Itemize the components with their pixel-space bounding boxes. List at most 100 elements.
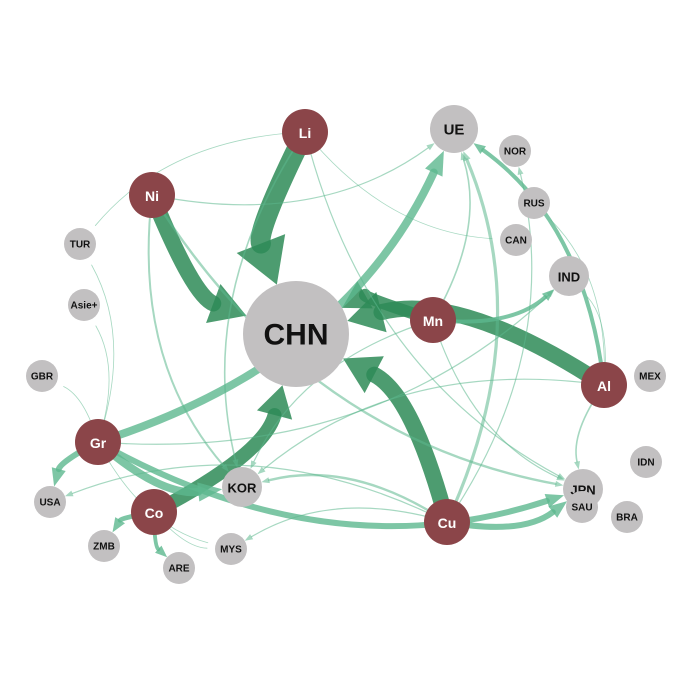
arrowhead-Al-to-JPN bbox=[574, 461, 580, 470]
country-node-circle[interactable] bbox=[549, 256, 589, 296]
node-label: ZMB bbox=[93, 542, 115, 553]
node-label: Co bbox=[145, 505, 164, 521]
mineral-node-circle[interactable] bbox=[75, 419, 121, 465]
node-kor[interactable]: KOR bbox=[222, 467, 262, 507]
arrowhead-Li-to-CHN bbox=[236, 234, 286, 285]
edge-Al-to-KOR bbox=[263, 378, 605, 470]
node-label: USA bbox=[39, 498, 60, 509]
node-zmb[interactable]: ZMB bbox=[88, 530, 120, 562]
edge-Mn-to-UE bbox=[432, 158, 471, 321]
node-ind[interactable]: IND bbox=[549, 256, 589, 296]
country-node-circle[interactable] bbox=[26, 360, 58, 392]
node-label: GBR bbox=[31, 372, 54, 383]
arrowhead-Cu-to-JPN bbox=[548, 501, 568, 518]
node-ue[interactable]: UE bbox=[430, 105, 478, 153]
mineral-node-circle[interactable] bbox=[424, 499, 470, 545]
node-label: BRA bbox=[616, 513, 638, 524]
node-bra[interactable]: BRA bbox=[611, 501, 643, 533]
mineral-node-circle[interactable] bbox=[282, 109, 328, 155]
edge-Ni-to-KOR bbox=[147, 194, 225, 467]
node-li[interactable]: Li bbox=[282, 109, 328, 155]
country-node-circle[interactable] bbox=[88, 530, 120, 562]
node-label: NOR bbox=[504, 147, 527, 158]
node-label: Asie+ bbox=[71, 301, 98, 312]
edge-Co-to-CHN bbox=[147, 408, 282, 519]
country-node-circle[interactable] bbox=[34, 486, 66, 518]
country-node-circle[interactable] bbox=[500, 224, 532, 256]
edge-Al-to-RUS bbox=[550, 219, 605, 386]
arrowhead-Ni-to-UE bbox=[426, 143, 435, 151]
edge-Li-to-TUR bbox=[94, 131, 306, 226]
country-node-circle[interactable] bbox=[68, 289, 100, 321]
country-node-circle[interactable] bbox=[243, 281, 349, 387]
node-label: IND bbox=[558, 270, 580, 285]
mineral-node-circle[interactable] bbox=[129, 172, 175, 218]
country-node-circle[interactable] bbox=[163, 552, 195, 584]
node-tur[interactable]: TUR bbox=[64, 228, 96, 260]
node-gbr[interactable]: GBR bbox=[26, 360, 58, 392]
mineral-node-circle[interactable] bbox=[131, 489, 177, 535]
country-node-circle[interactable] bbox=[499, 135, 531, 167]
edge-Gr-to-IND bbox=[97, 294, 550, 445]
node-co[interactable]: Co bbox=[131, 489, 177, 535]
node-gr[interactable]: Gr bbox=[75, 419, 121, 465]
arrowhead-Ni-to-CHN bbox=[206, 283, 247, 324]
arrowhead-Gr-to-JPN bbox=[544, 494, 565, 508]
mineral-node-circle[interactable] bbox=[581, 362, 627, 408]
node-al[interactable]: Al bbox=[581, 362, 627, 408]
edge-Al-to-UE bbox=[481, 148, 606, 387]
country-node-circle[interactable] bbox=[222, 467, 262, 507]
country-node-circle[interactable] bbox=[430, 105, 478, 153]
node-label: Mn bbox=[423, 313, 443, 329]
country-node-circle[interactable] bbox=[634, 360, 666, 392]
node-label: RUS bbox=[523, 199, 544, 210]
edge-Mn-to-JPN bbox=[432, 319, 559, 478]
node-chn[interactable]: CHN bbox=[243, 281, 349, 387]
edge-Ni-to-UE bbox=[151, 147, 429, 206]
node-label: Li bbox=[299, 125, 311, 141]
arrowhead-Mn-to-CHN bbox=[342, 281, 373, 309]
node-usa[interactable]: USA bbox=[34, 486, 66, 518]
country-node-circle[interactable] bbox=[64, 228, 96, 260]
node-ni[interactable]: Ni bbox=[129, 172, 175, 218]
arrowhead-Cu-to-CHN bbox=[343, 356, 384, 394]
arrowhead-Ni-to-JPN bbox=[554, 480, 564, 487]
node-cu[interactable]: Cu bbox=[424, 499, 470, 545]
arrowhead-Al-to-UE bbox=[473, 143, 486, 154]
node-label: CAN bbox=[505, 236, 527, 247]
node-can[interactable]: CAN bbox=[500, 224, 532, 256]
node-label: MEX bbox=[639, 372, 661, 383]
node-mys[interactable]: MYS bbox=[215, 533, 247, 565]
arrowhead-Co-to-ARE bbox=[155, 545, 168, 558]
edges-layer bbox=[51, 122, 612, 558]
node-label: UE bbox=[444, 122, 465, 139]
node-asie-plus[interactable]: Asie+ bbox=[68, 289, 100, 321]
node-sau[interactable]: SAU bbox=[566, 491, 598, 523]
node-are[interactable]: ARE bbox=[163, 552, 195, 584]
edge-Cu-to-UE bbox=[445, 158, 500, 524]
edge-Cu-to-KOR bbox=[267, 473, 449, 524]
mineral-node-circle[interactable] bbox=[410, 297, 456, 343]
node-label: KOR bbox=[228, 481, 258, 496]
edge-Gr-to-JPN bbox=[95, 439, 550, 530]
node-mn[interactable]: Mn bbox=[410, 297, 456, 343]
arrowhead-Cu-to-MYS bbox=[244, 534, 254, 541]
arrowhead-Mn-to-UE bbox=[460, 151, 467, 161]
country-node-circle[interactable] bbox=[215, 533, 247, 565]
edge-Li-to-KOR bbox=[223, 131, 306, 461]
arrowhead-Co-to-CHN bbox=[256, 385, 293, 420]
node-mex[interactable]: MEX bbox=[634, 360, 666, 392]
node-idn[interactable]: IDN bbox=[630, 446, 662, 478]
country-node-circle[interactable] bbox=[518, 187, 550, 219]
edge-Ni-to-JPN bbox=[150, 193, 557, 486]
node-label: ARE bbox=[168, 564, 189, 575]
arrowhead-Mn-to-KOR bbox=[250, 460, 257, 469]
country-node-circle[interactable] bbox=[566, 491, 598, 523]
country-node-circle[interactable] bbox=[611, 501, 643, 533]
edge-Li-to-CAN bbox=[304, 131, 493, 239]
country-node-circle[interactable] bbox=[630, 446, 662, 478]
node-nor[interactable]: NOR bbox=[499, 135, 531, 167]
edge-Cu-to-CHN bbox=[366, 366, 455, 530]
node-rus[interactable]: RUS bbox=[518, 187, 550, 219]
